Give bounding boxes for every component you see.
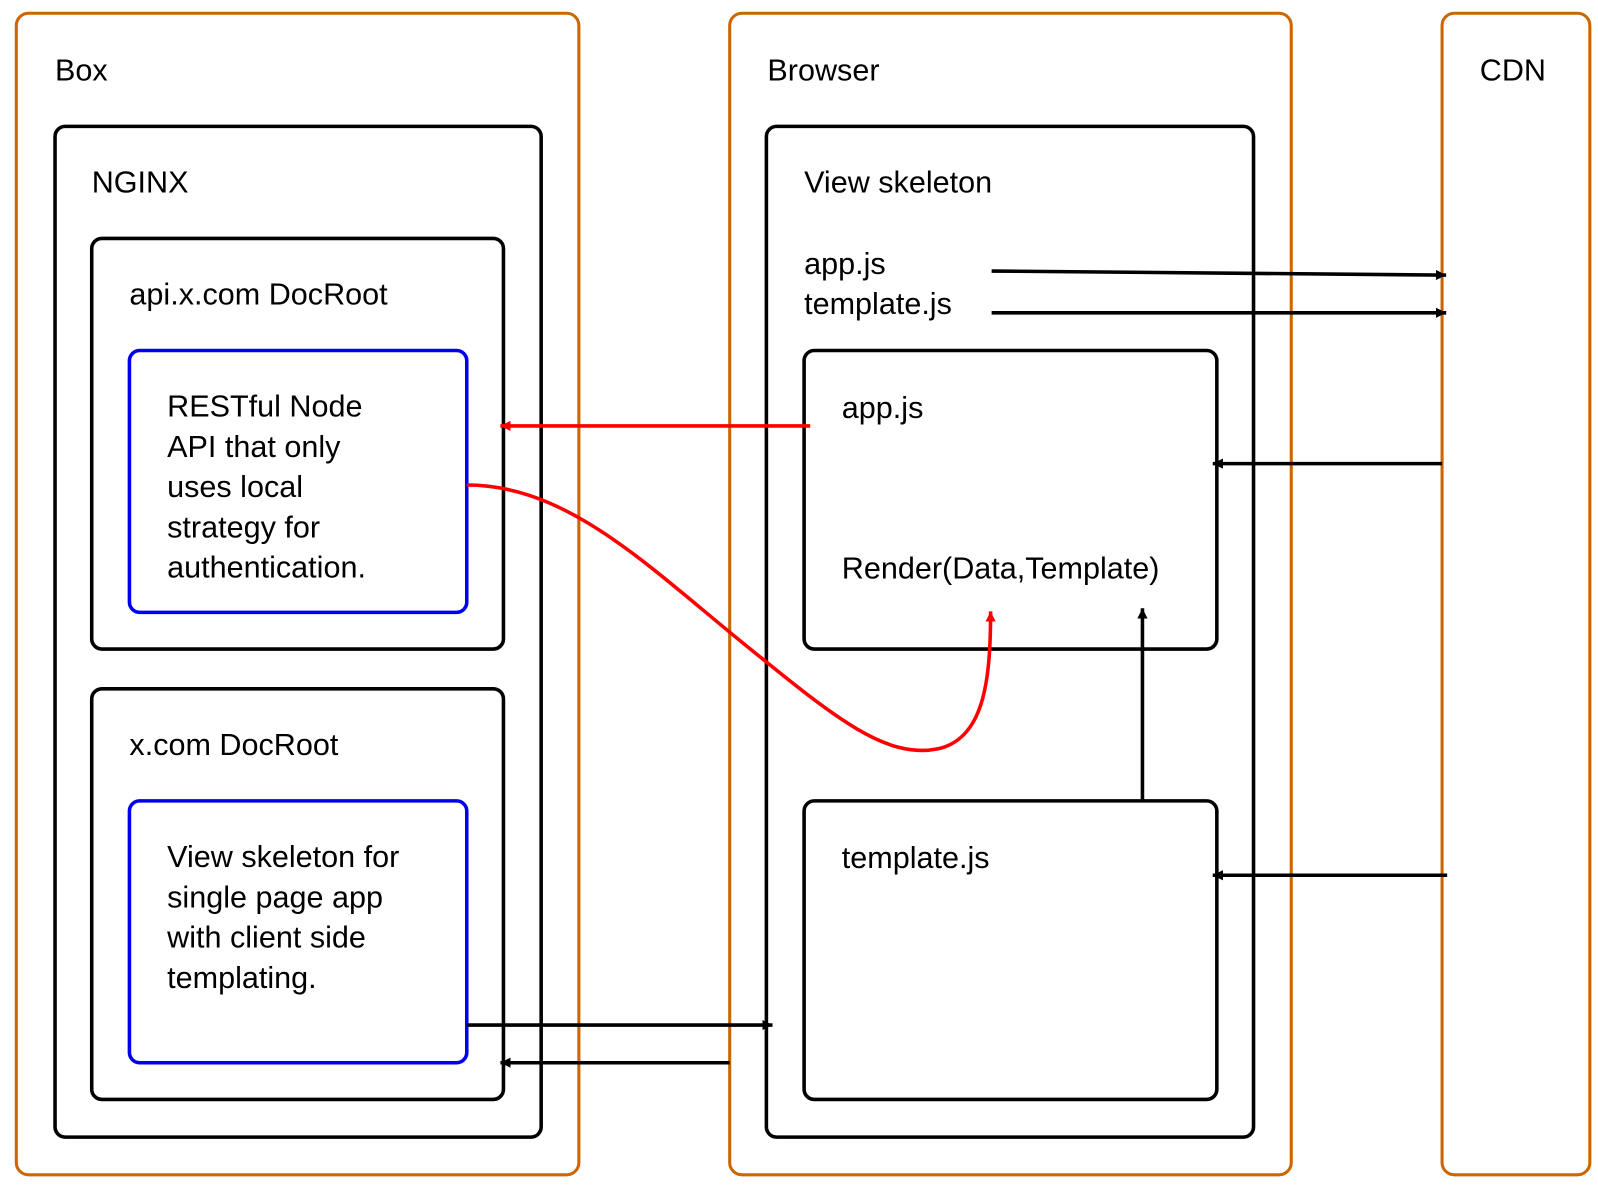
restful-api-line: strategy for (167, 510, 320, 544)
restful-api-component: RESTful Node API that only uses local st… (127, 348, 469, 615)
render-call-label: Render(Data,Template) (842, 552, 1160, 586)
appjs-box: app.js Render(Data,Template) (802, 348, 1219, 651)
view-skeleton-line: single page app (167, 880, 383, 914)
templatejs-script-ref: template.js (804, 287, 952, 321)
api-to-render-data-arrow (466, 483, 996, 753)
api-docroot-label: api.x.com DocRoot (129, 278, 388, 312)
restful-api-border (127, 348, 469, 615)
api-docroot-border (89, 236, 506, 651)
view-skeleton-line: View skeleton for (167, 840, 399, 874)
view-skeleton-line: templating. (167, 961, 317, 995)
appjs-ref-to-cdn-arrow (991, 269, 1447, 281)
appjs-box-border (802, 348, 1219, 651)
site-docroot-box: x.com DocRoot (89, 687, 506, 1102)
browser-container-label: Browser (767, 53, 879, 87)
cdn-container-border (1440, 11, 1592, 1177)
templatejs-box: template.js (802, 799, 1219, 1102)
browser-view-skeleton-border (764, 124, 1256, 1139)
nginx-box-border (53, 124, 543, 1139)
restful-api-description: RESTful Node API that only uses local st… (167, 390, 371, 585)
view-skeleton-component-description: View skeleton for single page app with c… (166, 840, 408, 995)
box-container-label: Box (55, 53, 108, 87)
site-docroot-label: x.com DocRoot (129, 728, 338, 762)
browser-view-skeleton-box: View skeleton app.js template.js (764, 124, 1256, 1139)
browser-container: Browser (728, 11, 1293, 1177)
templatejs-label: template.js (842, 841, 990, 875)
nginx-box: NGINX (53, 124, 543, 1139)
view-skeleton-line: with client side (166, 921, 366, 955)
site-docroot-border (89, 687, 506, 1102)
view-skeleton-component-border (127, 799, 469, 1065)
api-docroot-box: api.x.com DocRoot (89, 236, 506, 651)
appjs-script-ref: app.js (804, 247, 886, 281)
box-container-border (14, 11, 581, 1177)
restful-api-line: RESTful Node (167, 390, 362, 424)
restful-api-line: API that only (167, 430, 341, 464)
appjs-label: app.js (842, 391, 924, 425)
view-skeleton-component: View skeleton for single page app with c… (127, 799, 469, 1065)
box-container: Box (14, 11, 581, 1177)
cdn-container: CDN (1440, 11, 1592, 1177)
browser-view-skeleton-label: View skeleton (804, 166, 992, 200)
connectors (466, 269, 1448, 1068)
templatejs-box-border (802, 799, 1219, 1102)
restful-api-line: authentication. (167, 551, 366, 585)
browser-container-border (728, 11, 1293, 1177)
restful-api-line: uses local (167, 470, 303, 504)
cdn-container-label: CDN (1480, 53, 1546, 87)
nginx-label: NGINX (92, 166, 189, 200)
